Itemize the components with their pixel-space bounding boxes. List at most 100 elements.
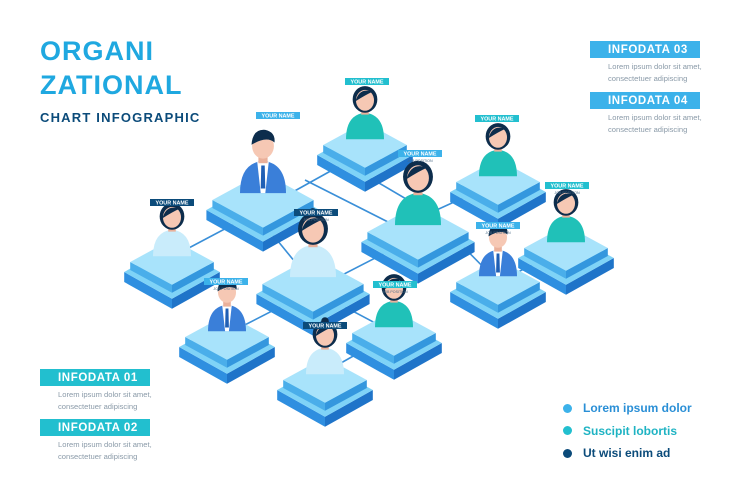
node-label-bg (345, 78, 389, 85)
page-title: ORGANI ZATIONAL (40, 34, 182, 102)
person-avatar-icon (395, 160, 441, 226)
node-name: YOUR NAME (262, 114, 295, 120)
node-name: YOUR NAME (210, 280, 243, 286)
node-name: YOUR NAME (309, 324, 342, 330)
node-label-bg (545, 182, 589, 189)
bullet-item-1: Lorem ipsum dolor (563, 397, 692, 420)
node-name: YOUR NAME (351, 80, 384, 86)
isometric-platform (124, 239, 220, 309)
infodata-03: INFODATA 03 Lorem ipsum dolor sit amet, … (590, 40, 740, 85)
person-avatar-icon (240, 129, 286, 194)
person-avatar-icon (479, 223, 517, 277)
page-subtitle: CHART INFOGRAPHIC (40, 110, 201, 125)
node-name: YOUR NAME (404, 152, 437, 158)
bullet-list: Lorem ipsum dolor Suscipit lobortis Ut w… (563, 397, 692, 465)
org-node: YOUR NAME (124, 199, 220, 309)
node-position: JOB POSITION (554, 191, 580, 195)
node-label-bg (373, 281, 417, 288)
node-label: YOUR NAME (256, 112, 300, 120)
node-label: YOUR NAME (475, 115, 519, 123)
node-position: JOB POSITION (407, 159, 433, 163)
infodata-02: INFODATA 02 Lorem ipsum dolor sit amet, … (40, 418, 200, 463)
person-avatar-icon (346, 86, 384, 140)
org-node: YOUR NAME (277, 317, 373, 427)
infodata-04-label: INFODATA 04 (590, 92, 700, 109)
node-position: JOB POSITION (382, 290, 408, 294)
node-name: YOUR NAME (300, 211, 333, 217)
isometric-platform (450, 259, 546, 329)
isometric-platform (518, 225, 614, 295)
infodata-02-label: INFODATA 02 (40, 419, 150, 436)
org-node: YOUR NAME (206, 112, 320, 252)
node-label-bg (398, 150, 442, 157)
person-avatar-icon (153, 199, 191, 257)
person-avatar-icon (290, 208, 336, 278)
node-name: YOUR NAME (481, 117, 514, 123)
node-name: YOUR NAME (482, 224, 515, 230)
bullet-dot-icon (563, 448, 572, 458)
bullet-text-1: Lorem ipsum dolor (583, 401, 692, 416)
node-label: YOUR NAME (303, 322, 347, 330)
title-line-2: ZATIONAL (40, 70, 183, 100)
isometric-platform (179, 314, 275, 384)
title-line-1: ORGANI (40, 36, 154, 66)
node-label-bg (303, 322, 347, 329)
bullet-item-2: Suscipit lobortis (563, 420, 692, 443)
person-avatar-icon (479, 123, 517, 177)
node-label: YOUR NAME (150, 199, 194, 207)
infodata-01-text-1: Lorem ipsum dolor sit amet, (58, 390, 152, 399)
infodata-01-text-2: consectetuer adipiscing (58, 402, 138, 411)
connector-line (304, 179, 391, 224)
infodata-02-text-1: Lorem ipsum dolor sit amet, (58, 440, 152, 449)
infodata-01: INFODATA 01 Lorem ipsum dolor sit amet, … (40, 368, 200, 413)
infodata-04-text-2: consectetuer adipiscing (608, 125, 688, 134)
org-node: YOUR NAME (317, 78, 413, 192)
node-name: YOUR NAME (551, 184, 584, 190)
node-label-bg (150, 199, 194, 206)
infodata-01-label: INFODATA 01 (40, 369, 150, 386)
isometric-platform (361, 204, 475, 284)
node-position: JOB POSITION (213, 287, 239, 291)
node-name: YOUR NAME (156, 201, 189, 207)
infodata-03-text-1: Lorem ipsum dolor sit amet, (608, 62, 702, 71)
infodata-04: INFODATA 04 Lorem ipsum dolor sit amet, … (590, 91, 740, 136)
org-node: YOUR NAME (450, 115, 546, 229)
node-label-bg (475, 115, 519, 122)
isometric-platform (277, 357, 373, 427)
isometric-platform (346, 310, 442, 380)
bullet-text-2: Suscipit lobortis (583, 423, 678, 438)
isometric-platform (450, 159, 546, 229)
node-label-bg (476, 222, 520, 229)
node-position: JOB POSITION (485, 231, 511, 235)
bullet-item-3: Ut wisi enim ad (563, 442, 692, 465)
isometric-platform (206, 172, 320, 252)
node-name: YOUR NAME (379, 283, 412, 289)
node-label-bg (256, 112, 300, 119)
node-position: JOB POSITION (303, 218, 329, 222)
isometric-platform (317, 122, 413, 192)
node-label-bg (204, 278, 248, 285)
bullet-text-3: Ut wisi enim ad (583, 446, 671, 461)
person-avatar-icon (547, 189, 585, 243)
infodata-03-label: INFODATA 03 (590, 41, 700, 58)
infodata-03-text-2: consectetuer adipiscing (608, 74, 688, 83)
bullet-dot-icon (563, 403, 572, 413)
node-label-bg (294, 209, 338, 216)
node-label: YOUR NAME (345, 78, 389, 86)
bullet-dot-icon (563, 426, 572, 436)
infodata-02-text-2: consectetuer adipiscing (58, 452, 138, 461)
infodata-04-text-1: Lorem ipsum dolor sit amet, (608, 113, 702, 122)
